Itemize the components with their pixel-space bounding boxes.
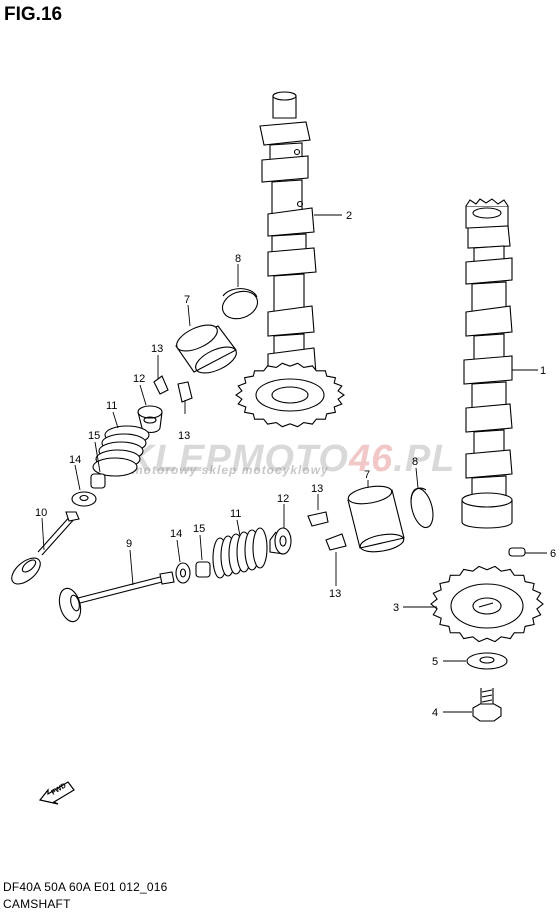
valve-stem-seal-lower — [195, 561, 211, 578]
callout-8-lower: 8 — [412, 456, 418, 468]
valve-stem-seal-upper — [90, 473, 106, 489]
callout-10: 10 — [35, 507, 47, 519]
callout-14-lower: 14 — [170, 528, 182, 540]
callout-13-lower-b: 13 — [329, 588, 341, 600]
camshaft-intake — [461, 198, 513, 529]
valve-intake — [58, 571, 175, 623]
callout-13-lower-a: 13 — [311, 483, 323, 495]
fwd-arrow-icon — [38, 781, 75, 805]
intake-sprocket — [430, 565, 544, 643]
callout-12-lower: 12 — [277, 493, 289, 505]
callout-9: 9 — [126, 538, 132, 550]
callout-11-lower: 11 — [230, 508, 241, 520]
callout-13-upper-b: 13 — [178, 430, 190, 442]
callout-2: 2 — [346, 210, 352, 222]
callout-15-lower: 15 — [193, 523, 205, 535]
tappet-shim-upper — [221, 288, 259, 320]
callout-5: 5 — [432, 656, 438, 668]
leader-lines — [41, 214, 547, 713]
spring-seat-upper — [71, 491, 97, 507]
callout-13-upper-a: 13 — [151, 343, 163, 355]
valve-cotter-upper — [153, 375, 193, 403]
callout-15-upper: 15 — [88, 430, 100, 442]
valve-spring-lower — [212, 527, 268, 579]
camshaft-exhaust-sprocket — [235, 362, 345, 428]
callout-1: 1 — [540, 365, 546, 377]
sprocket-bolt — [472, 688, 502, 722]
valve-cotter-lower — [307, 511, 347, 551]
spring-seat-lower — [175, 562, 191, 584]
callout-11-upper: 11 — [106, 400, 117, 412]
valve-spring-upper — [92, 425, 150, 477]
camshaft-exhaust — [259, 91, 317, 379]
callout-4: 4 — [432, 707, 438, 719]
tappet-shim-lower — [410, 487, 434, 529]
dowel-pin — [508, 547, 526, 557]
callout-12-upper: 12 — [133, 373, 145, 385]
callout-8-upper: 8 — [235, 253, 241, 265]
callout-3: 3 — [393, 602, 399, 614]
tappet-lower — [347, 485, 405, 553]
footer-name: CAMSHAFT — [3, 897, 71, 911]
watermark-logo: SKLEPMOTO46.PL — [100, 438, 456, 480]
callout-14-upper: 14 — [69, 454, 81, 466]
spring-retainer-lower — [269, 527, 292, 555]
callout-7-upper: 7 — [184, 294, 190, 306]
washer — [466, 652, 508, 670]
callout-7-lower: 7 — [364, 469, 370, 481]
spring-retainer-upper — [137, 405, 163, 434]
valve-exhaust — [11, 511, 80, 585]
tappet-upper — [175, 324, 237, 374]
footer-model: DF40A 50A 60A E01 012_016 — [3, 880, 168, 894]
callout-6: 6 — [550, 548, 556, 560]
watermark-subtitle: motorowy sklep motocyklowy — [132, 463, 329, 477]
figure-title: FIG.16 — [4, 4, 63, 25]
